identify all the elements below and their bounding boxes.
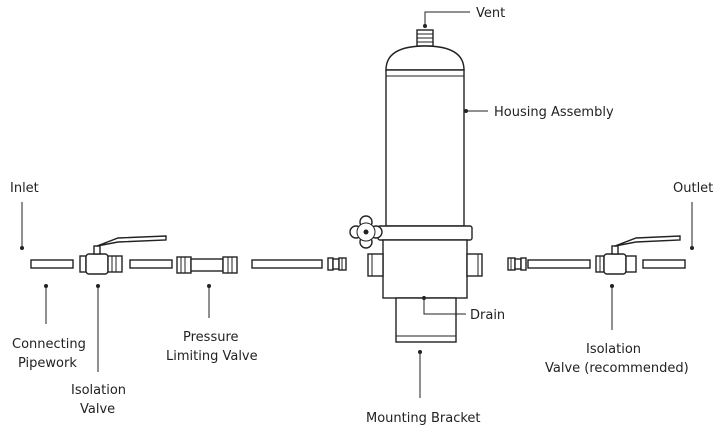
isolation-valve-right-label-line2: Valve (recommended) <box>545 361 689 376</box>
inlet-label: Inlet <box>10 181 39 196</box>
relief-knob-icon <box>349 215 383 249</box>
connecting-pipework-label-line1: Connecting <box>12 337 86 352</box>
isolation-valve-right-label-line1: Isolation <box>586 342 641 357</box>
outlet-port <box>466 253 483 277</box>
vent-label: Vent <box>476 6 505 21</box>
isolation-valve-right <box>595 235 681 275</box>
connecting-pipework-2 <box>129 259 173 269</box>
connecting-pipework-right <box>527 259 591 269</box>
pressure-limiting-valve-label-line2: Limiting Valve <box>166 349 258 364</box>
isolation-valve-left-label-line1: Isolation <box>71 383 126 398</box>
fitting-left <box>327 257 347 271</box>
callout-lines <box>20 11 694 398</box>
mounting-bracket-label: Mounting Bracket <box>366 411 481 426</box>
pressure-limiting-valve-label-line1: Pressure <box>183 330 239 345</box>
housing-head <box>382 239 468 299</box>
fitting-right <box>507 257 527 271</box>
connecting-pipework-label-line2: Pipework <box>18 356 77 371</box>
housing-assembly-label: Housing Assembly <box>494 105 614 120</box>
isolation-valve-left-label-line2: Valve <box>80 402 115 417</box>
housing-bowl <box>395 297 457 343</box>
housing-body <box>385 69 465 227</box>
connecting-pipework-left <box>30 259 74 269</box>
outlet-label: Outlet <box>673 181 713 196</box>
connecting-pipework-3 <box>251 259 323 269</box>
pressure-limiting-valve <box>176 256 238 274</box>
housing-collar <box>377 225 473 241</box>
housing-assembly <box>349 29 483 343</box>
drain-label: Drain <box>470 308 505 323</box>
isolation-valve-left <box>79 235 167 275</box>
inlet-port <box>367 253 384 277</box>
connecting-pipework-outlet <box>642 259 686 269</box>
housing-dome <box>385 45 465 71</box>
